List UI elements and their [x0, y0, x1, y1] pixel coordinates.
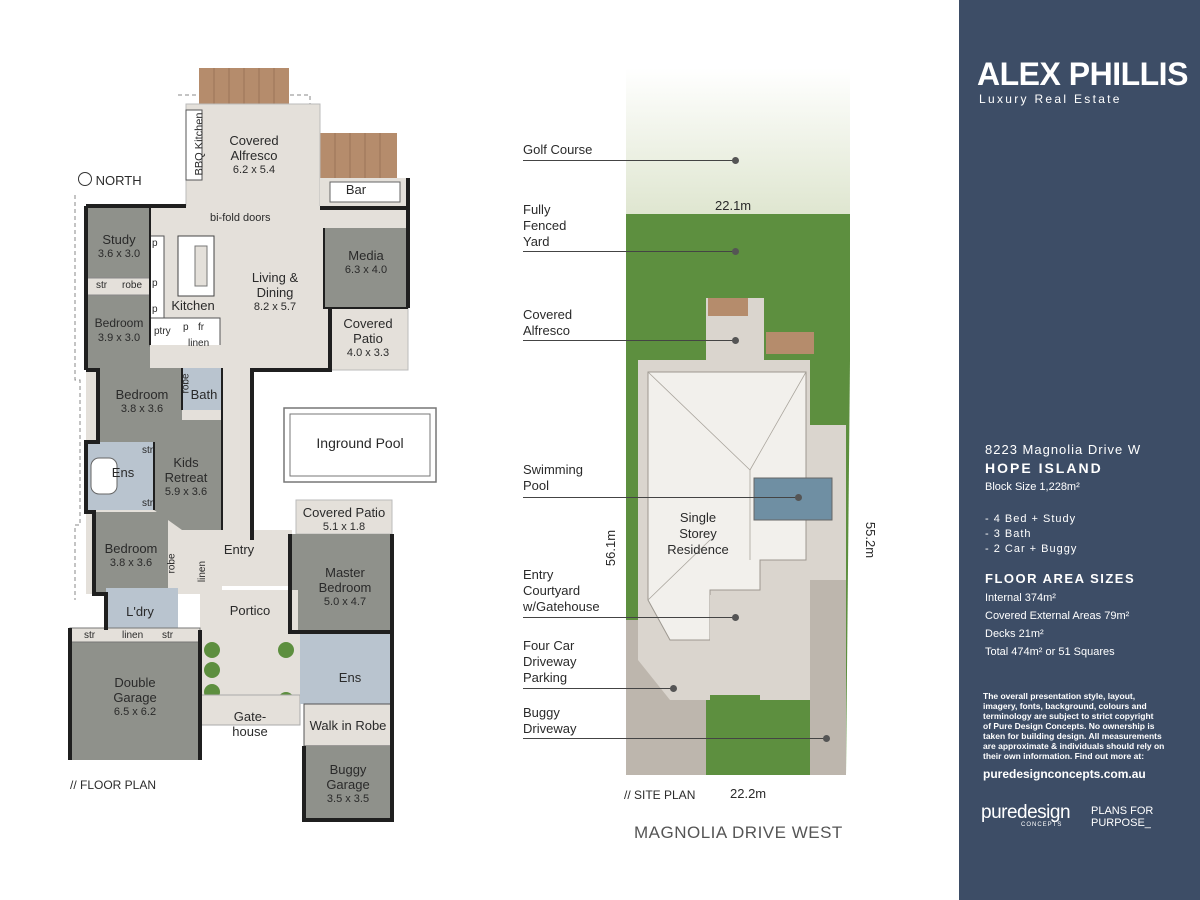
agent-sidebar: ALEX PHILLIS Luxury Real Estate 8223 Mag… — [959, 0, 1200, 900]
pantry-p-4: p — [152, 304, 158, 315]
residence-label: Single Storey Residence — [667, 510, 729, 557]
leader-dot-courtyard — [732, 614, 739, 621]
callout-swimming-pool: Swimming Pool — [523, 462, 583, 493]
plans-for-purpose-logo-line2: PURPOSE_ — [1091, 817, 1151, 829]
leader-dot-pool — [795, 494, 802, 501]
puredesign-logo-sub: CONCEPTS — [1021, 822, 1063, 828]
bifold-label: bi-fold doors — [210, 212, 271, 224]
disclaimer: The overall presentation style, layout, … — [983, 691, 1165, 761]
linen-label-2: linen — [197, 560, 209, 583]
area-total: Total 474m² or 51 Squares — [985, 646, 1115, 658]
robe-label-3: robe — [166, 553, 178, 574]
room-bath: Bath — [190, 387, 218, 402]
room-walk-in-robe: Walk in Robe — [309, 718, 387, 733]
area-decks: Decks 21m² — [985, 628, 1044, 640]
callout-entry-courtyard: Entry Courtyard w/Gatehouse — [523, 567, 600, 614]
feature-cars: - 2 Car + Buggy — [985, 543, 1078, 555]
room-ensuite-1: Ens — [111, 465, 135, 480]
leader-dot-yard — [732, 248, 739, 255]
leader-alfresco — [523, 340, 735, 341]
pantry-p-3: p — [183, 322, 189, 333]
room-ensuite-2: Ens — [338, 670, 362, 685]
pantry-p-2: p — [152, 278, 158, 289]
north-label: NORTH — [95, 173, 142, 188]
store-label-5: str — [162, 630, 174, 641]
feature-baths: - 3 Bath — [985, 528, 1032, 540]
leader-golf — [523, 160, 735, 161]
callout-four-car: Four Car Driveway Parking — [523, 638, 577, 685]
brand-name: ALEX PHILLIS — [977, 56, 1188, 92]
room-bbq: BBQ Kitchen — [193, 112, 206, 176]
site-plan-caption: // SITE PLAN — [624, 788, 696, 802]
linen-label-1: linen — [188, 338, 210, 349]
store-label-1: str — [96, 280, 108, 291]
room-bar: Bar — [345, 182, 367, 197]
store-label-3: str — [142, 498, 154, 509]
store-label-2: str — [142, 445, 154, 456]
callout-covered-alfresco: Covered Alfresco — [523, 307, 573, 338]
robe-label-2: robe — [180, 373, 192, 394]
leader-dot-golf — [732, 157, 739, 164]
website-link[interactable]: puredesignconcepts.com.au — [983, 767, 1146, 781]
property-address: 8223 Magnolia Drive W — [985, 442, 1142, 457]
puredesign-logo: puredesign — [981, 802, 1071, 823]
callout-buggy-driveway: Buggy Driveway — [523, 705, 577, 736]
room-entry: Entry — [223, 542, 255, 557]
callout-golf-course: Golf Course — [523, 142, 593, 157]
pantry-p-1: p — [152, 238, 158, 249]
floor-area-heading: FLOOR AREA SIZES — [985, 571, 1136, 586]
leader-dot-four-car — [670, 685, 677, 692]
floor-plan-drawing — [68, 68, 437, 822]
north-indicator: NORTH — [78, 172, 142, 188]
room-kitchen: Kitchen — [171, 298, 215, 313]
leader-buggy — [523, 738, 826, 739]
robe-label-1: robe — [122, 280, 143, 291]
pantry-label: ptry — [154, 326, 171, 337]
gatehouse: Gate- house — [232, 709, 268, 739]
floor-plan-caption: // FLOOR PLAN — [70, 778, 157, 792]
leader-yard — [523, 251, 735, 252]
leader-four-car — [523, 688, 673, 689]
property-suburb: HOPE ISLAND — [985, 460, 1103, 476]
block-size: Block Size 1,228m² — [985, 481, 1080, 493]
dim-top: 22.1m — [715, 198, 752, 213]
inground-pool: Inground Pool — [316, 435, 404, 451]
dim-right: 55.2m — [863, 521, 879, 559]
dim-bottom: 22.2m — [730, 786, 767, 801]
feature-beds: - 4 Bed + Study — [985, 513, 1077, 525]
leader-dot-alfresco — [732, 337, 739, 344]
dim-left: 56.1m — [603, 529, 619, 567]
compass-icon — [78, 172, 92, 186]
brand-subtitle: Luxury Real Estate — [979, 92, 1122, 106]
room-portico: Portico — [229, 603, 271, 618]
leader-courtyard — [523, 617, 735, 618]
street-name: MAGNOLIA DRIVE WEST — [634, 823, 843, 842]
fridge-label: fr — [198, 322, 205, 333]
leader-pool — [523, 497, 798, 498]
area-covered-external: Covered External Areas 79m² — [985, 610, 1130, 622]
linen-label-3: linen — [122, 630, 144, 641]
area-internal: Internal 374m² — [985, 592, 1056, 604]
leader-dot-buggy — [823, 735, 830, 742]
plans-for-purpose-logo-line1: PLANS FOR — [1091, 805, 1154, 817]
callout-fenced-yard: Fully Fenced Yard — [523, 202, 567, 249]
store-label-4: str — [84, 630, 96, 641]
site-plan-drawing — [626, 68, 850, 775]
room-laundry: L'dry — [126, 604, 154, 619]
